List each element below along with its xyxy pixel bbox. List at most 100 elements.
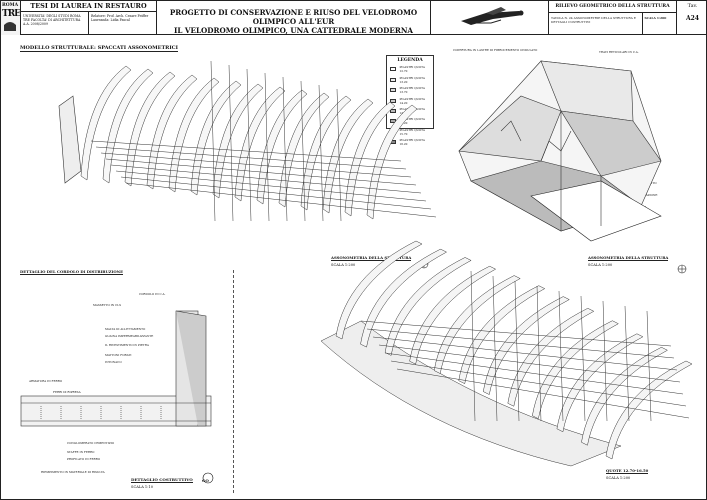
column xyxy=(624,305,630,422)
detail-title: DETTAGLIO DEL CORDOLO DI DISTRIBUZIONE xyxy=(20,269,124,275)
structural-rib xyxy=(212,83,264,199)
column xyxy=(536,285,542,422)
logo-arch-icon xyxy=(4,22,16,31)
logo-top-text: ROMA xyxy=(2,3,19,8)
axon2-scale: SCALA 1:200 xyxy=(588,263,613,267)
structural-rib xyxy=(168,77,220,193)
annotation-label: TRAVI RETICOLARI IN C.A. xyxy=(599,50,639,54)
column xyxy=(228,64,234,222)
column xyxy=(264,72,270,222)
detail-annotation: PROFILATO IN FERRO xyxy=(67,457,101,461)
structural-beam xyxy=(120,176,432,210)
legend-item: PILASTRI QUOTA 13.70 xyxy=(390,86,430,94)
detail-annotation: MASSETTO IN CLS xyxy=(93,303,122,307)
detail-annotation: RIEMPIMENTO IN MATERIALE DI RISULTA xyxy=(41,470,105,474)
model-title: MODELLO STRUTTURALE: SPACCATI ASSONOMETR… xyxy=(20,45,178,52)
title-block: ROMA TRE TESI DI LAUREA IN RESTAURO UNIV… xyxy=(1,1,707,35)
legend-item: PILASTRI QUOTA 12.70 xyxy=(390,65,430,73)
legend-title: LEGENDA xyxy=(397,58,423,63)
legend-item-label: PILASTRI QUOTA 15.70 xyxy=(399,127,425,136)
structural-rib xyxy=(532,320,619,420)
detail-annotation: IL RIVESTIMENTO IN PIETRA xyxy=(105,343,149,347)
school-box: TESI DI LAUREA IN RESTAURO UNIVERSITA' D… xyxy=(21,1,157,35)
structural-rib xyxy=(300,95,352,211)
legend-swatch xyxy=(390,108,397,113)
tav-letter: A xyxy=(685,15,691,22)
ring-base xyxy=(320,320,622,467)
project-title-box: PROGETTO DI CONSERVAZIONE E RIUSO DEL VE… xyxy=(157,1,431,35)
course-title: TESI DI LAUREA IN RESTAURO xyxy=(21,1,156,12)
supervisors: Relatore: Prof. Arch. Cesare Feiffer Lau… xyxy=(91,14,149,22)
winged-emblem-icon xyxy=(461,7,524,25)
structural-beam xyxy=(95,146,407,170)
structural-rib xyxy=(102,68,154,184)
legend-item: PILASTRI QUOTA 13.20 xyxy=(390,76,430,84)
structural-beam xyxy=(90,140,402,162)
legend-item-label: PILASTRI QUOTA 15.20 xyxy=(399,117,425,126)
structural-beam xyxy=(372,336,678,371)
detail-annotation: MATTONI FORATI xyxy=(105,353,132,357)
tav-number: 24 xyxy=(690,15,699,22)
university-logo: ROMA TRE xyxy=(1,1,21,35)
school-info: UNIVERSITA' DEGLI STUDI ROMA TRE FACOLTA… xyxy=(21,12,89,35)
legend-swatch xyxy=(390,88,397,93)
structural-beam xyxy=(115,170,427,202)
quote-label: QUOTE 12.70-16.50 xyxy=(606,468,649,474)
seal-box xyxy=(431,1,549,35)
axon-section-view xyxy=(458,60,662,242)
structural-rib xyxy=(146,74,198,190)
project-title-line1: PROGETTO DI CONSERVAZIONE E RIUSO DEL VE… xyxy=(169,8,418,26)
meta-title: RILIEVO GEOMETRICO DELLA STRUTTURA xyxy=(549,1,676,13)
detail-scale: SCALA 1:10 xyxy=(131,485,154,489)
detail-annotation: FERRI DI RIPRESA xyxy=(53,390,81,394)
structural-rib xyxy=(80,65,132,181)
logo-main-text: TRE xyxy=(2,9,21,19)
detail-number: GO xyxy=(202,478,209,483)
axon1-scale: SCALA 1:200 xyxy=(331,263,356,267)
annotation-label: COPERTURA IN LASTRE DI FIBROCEMENTO ONDU… xyxy=(453,48,538,52)
structural-beam xyxy=(125,182,437,218)
legend-item-label: PILASTRI QUOTA 12.70 xyxy=(399,65,425,74)
structural-rib xyxy=(556,333,644,433)
column xyxy=(336,88,342,222)
column xyxy=(282,76,288,222)
meta-info: TAVOLA N. 24 ASSONOMETRIE DELLA STRUTTUR… xyxy=(549,13,643,35)
column xyxy=(318,84,324,222)
project-title-line2: IL VELODROMO OLIMPICO, UNA CATTEDRALE MO… xyxy=(173,26,414,35)
structural-beam xyxy=(105,158,417,186)
column xyxy=(492,275,498,422)
legend-item: PILASTRI QUOTA 14.20 xyxy=(390,97,430,105)
structural-beam xyxy=(390,360,687,407)
structural-beam xyxy=(100,152,412,178)
detail-annotation: CORDOLO IN C.A. xyxy=(139,292,166,296)
meta-scale: SCALA 1:200 xyxy=(644,16,667,20)
axon2-label: ASSONOMETRIA DELLA STRUTTURA xyxy=(588,255,669,261)
legend-swatch xyxy=(390,77,397,82)
structural-rib xyxy=(190,80,242,196)
structural-rib xyxy=(234,86,286,202)
quote-scale: SCALA 1:200 xyxy=(606,476,631,480)
structural-beam xyxy=(396,368,690,419)
legend-swatch xyxy=(390,67,397,72)
structural-rib xyxy=(278,92,330,208)
detail-annotation: MALTA DI ALLETTAMENTO xyxy=(105,327,146,331)
detail-annotation: ARMATURA IN FERRO xyxy=(29,379,63,383)
structural-rib xyxy=(581,346,668,446)
structural-rib xyxy=(344,101,396,217)
tav-label: Tav. xyxy=(687,3,698,9)
column xyxy=(580,295,586,422)
column xyxy=(646,310,652,422)
structural-rib xyxy=(507,307,595,407)
structural-rib xyxy=(433,275,521,374)
structural-beam xyxy=(366,328,675,359)
meta-box: RILIEVO GEOMETRICO DELLA STRUTTURA TAVOL… xyxy=(549,1,677,35)
detail-caption: DETTAGLIO COSTRUTTIVO xyxy=(131,477,193,483)
legend-item-label: PILASTRI QUOTA 14.20 xyxy=(399,96,425,105)
column xyxy=(558,290,564,422)
structural-rib xyxy=(360,248,448,348)
structural-rib xyxy=(322,98,374,214)
legend-item-label: PILASTRI QUOTA 13.70 xyxy=(399,86,425,95)
